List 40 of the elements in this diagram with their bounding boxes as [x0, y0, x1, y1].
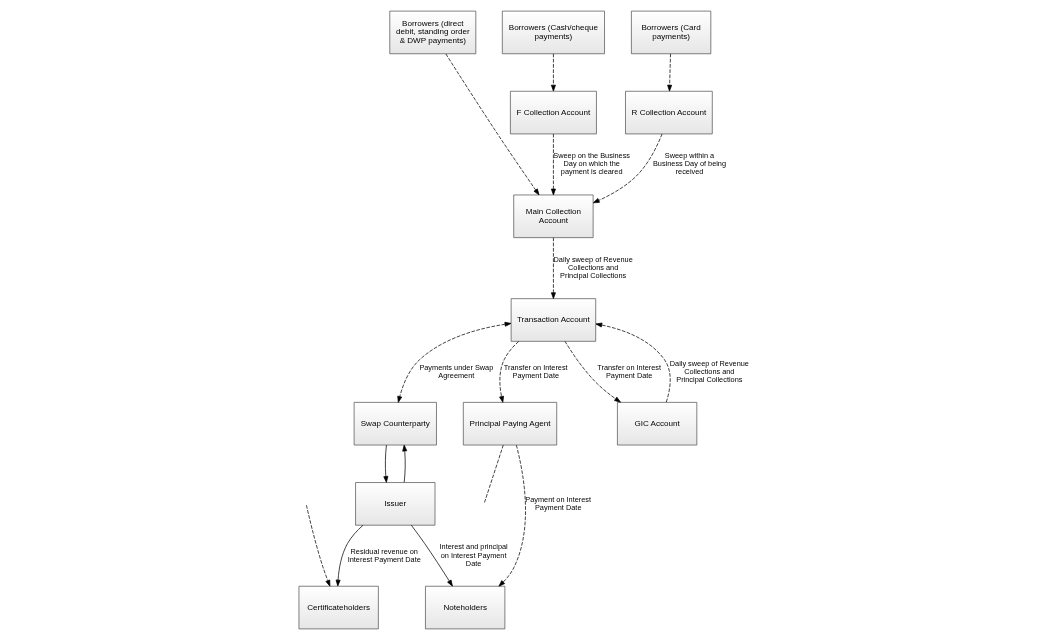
node-box: Principal Paying Agent [462, 402, 557, 446]
arrow [396, 321, 511, 403]
node-box: Borrowers (Card payments) [630, 10, 711, 55]
edge-label: Daily sweep of Revenue Collections and Principal Collections [553, 254, 633, 281]
arrow [595, 322, 671, 403]
node-box: Transaction Account [510, 298, 596, 342]
arrow [666, 53, 672, 92]
node-box: R Collection Account [624, 90, 713, 135]
node-box: GIC Account [616, 402, 697, 446]
connector [483, 444, 504, 503]
arrow [335, 524, 363, 587]
arrow [382, 444, 388, 483]
node-box: F Collection Account [509, 90, 597, 135]
edge-label: Residual revenue on Interest Payment Date [347, 546, 421, 564]
node-box: Swap Counterparty [353, 402, 437, 446]
arrow [445, 53, 539, 196]
arrow [305, 504, 330, 587]
edge-label: Sweep within a Business Day of being received [652, 151, 726, 177]
arrow [550, 237, 556, 299]
edge-label: Payments under Swap Agreement [418, 362, 493, 380]
arrow [498, 444, 526, 587]
edge-label: Sweep on the Business Day on which the payment is cleared [552, 151, 630, 177]
edge-label: Transfer on Interest Payment Date [503, 362, 568, 380]
node-box: Issuer [354, 482, 435, 526]
edge-label: Interest and principal on Interest Payment Date [439, 542, 508, 568]
arrow [550, 53, 556, 92]
arrow [410, 524, 453, 587]
edge-label: Transfer on Interest Payment Date [596, 362, 661, 380]
arrow [564, 340, 621, 403]
arrow [498, 341, 519, 403]
node-box: Borrowers (Cash/cheque payments) [501, 10, 605, 55]
node-box: Main Collection Account [512, 194, 593, 238]
node-box: Noteholders [424, 585, 505, 630]
node-box: Borrowers (direct debit, standing order & DWP payments) [388, 10, 476, 55]
edge-label: Daily sweep of Revenue Collections and Principal Collections [669, 358, 749, 384]
arrow [550, 133, 556, 196]
node-box: Certificateholders [298, 585, 379, 630]
arrow [401, 444, 407, 483]
arrow [592, 133, 662, 204]
edge-label: Payment on Interest Payment Date [524, 494, 591, 512]
